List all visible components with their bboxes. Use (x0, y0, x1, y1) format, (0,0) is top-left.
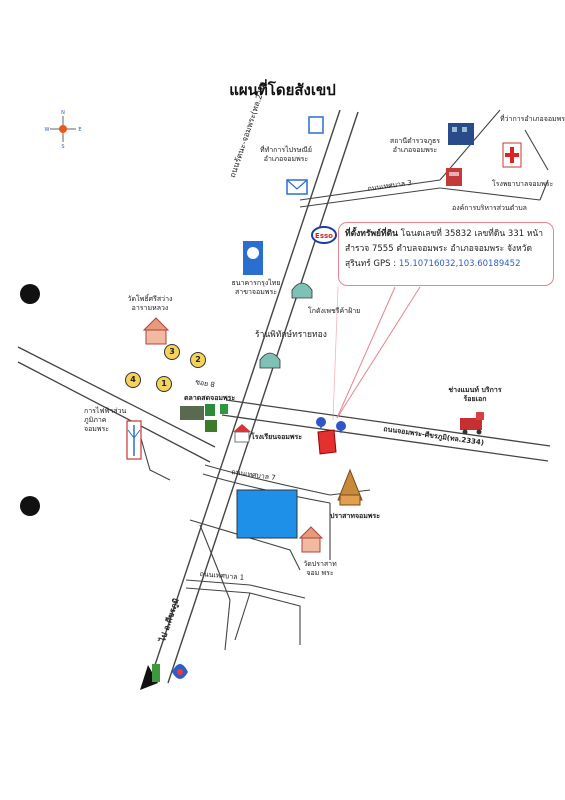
market-icon (180, 404, 217, 432)
wat-icon (298, 526, 324, 553)
info-gps-value: 15.10716032,103.60189452 (398, 259, 521, 269)
compass-n: N (61, 110, 65, 116)
label-warehouse: โกดังเพชรีค้าฝ้าย (308, 307, 361, 315)
west-road (17, 346, 216, 463)
info-gps-label: สุรินทร์ GPS : (345, 259, 399, 269)
police-station-icon (446, 168, 462, 186)
bank-logo-icon (243, 241, 263, 275)
punch-hole-top (20, 284, 40, 304)
info-title-deed: โฉนดเลขที่ 35832 เลขที่ดิน 331 หน้า (400, 229, 544, 239)
label-post-office: ที่ทำการไปรษณีย์ อำเภอจอมพระ (259, 146, 313, 163)
label-wat-2: วัดปราสาทจอม พระ (303, 560, 337, 577)
east-road (221, 399, 551, 462)
label-chedi: ปราสาทจอมพระ (330, 512, 381, 520)
label-market: ตลาดสดจอมพระ (184, 394, 236, 402)
callout-lines (332, 286, 421, 421)
location-pin-2-icon (336, 421, 346, 434)
label-hospital: โรงพยาบาลจอมพระ (492, 180, 554, 188)
garage-truck-icon (460, 412, 484, 435)
property-info-box: ที่ตั้งทรัพย์ที่ดิน โฉนดเลขที่ 35832 เลข… (338, 222, 554, 286)
info-line-3: สุรินทร์ GPS : 15.10716032,103.60189452 (345, 257, 547, 272)
property-plot (317, 429, 337, 455)
info-line-1: ที่ตั้งทรัพย์ที่ดิน โฉนดเลขที่ 35832 เลข… (345, 227, 547, 242)
district-emblem-icon (308, 116, 324, 134)
esso-text: Esso (315, 232, 333, 240)
road-sign-icon (152, 664, 160, 682)
warehouse-icon (291, 282, 313, 299)
label-temple: วัดโพธิ์ศรีสว่าง อารามหลวง (127, 295, 173, 312)
info-heading: ที่ตั้งทรัพย์ที่ดิน (345, 229, 398, 239)
marker-4: 4 (125, 372, 141, 388)
gas-station-icon (172, 664, 188, 679)
label-police: สถานีตำรวจภูธร อำเภอจอมพระ (389, 137, 441, 154)
pond (236, 489, 298, 539)
compass-w: W (45, 127, 50, 133)
post-office-icon (286, 179, 308, 195)
label-bank: ธนาคารกรุงไทย สาขาจอมพระ (231, 279, 281, 296)
label-school: โรงเรียนจอมพระ (251, 433, 303, 441)
location-pin-1-icon (316, 417, 326, 430)
main-highway (149, 109, 359, 684)
punch-hole-bottom (20, 496, 40, 516)
hospital-icon (502, 142, 522, 168)
temple-icon (142, 317, 170, 345)
school-icon (233, 424, 251, 443)
label-pea: การไฟฟ้าส่วน ภูมิภาค จอมพระ (84, 407, 127, 433)
compass-rose-icon: N S W E (45, 110, 82, 150)
esso-logo-icon: Esso (311, 226, 337, 244)
pea-tower-icon (126, 420, 142, 460)
compass-e: E (78, 127, 81, 133)
municipal-building-icon (448, 123, 474, 145)
label-district-office: ที่ว่าการอำเภอจอมพระ (500, 115, 565, 123)
marker-2: 2 (190, 352, 206, 368)
marker-1: 1 (156, 376, 172, 392)
map-title: แผนที่โดยสังเขป (229, 81, 336, 99)
gold-shop-icon (259, 352, 281, 369)
chedi-icon (337, 468, 363, 506)
compass-s: S (61, 144, 64, 150)
info-line-2: สำรวจ 7555 ตำบลจอมพระ อำเภอจอมพระ จังหวั… (345, 244, 532, 254)
label-gold-shop: ร้านพิทักษ์ทรายทอง (255, 330, 327, 340)
label-tao: องค์การบริหารส่วนตำบล (452, 204, 527, 212)
south-arrow-icon (140, 665, 158, 690)
convenience-store-icon (220, 404, 228, 414)
label-garage: ช่างแมนท์ บริการร้อยเอก (448, 386, 502, 403)
marker-3: 3 (164, 344, 180, 360)
